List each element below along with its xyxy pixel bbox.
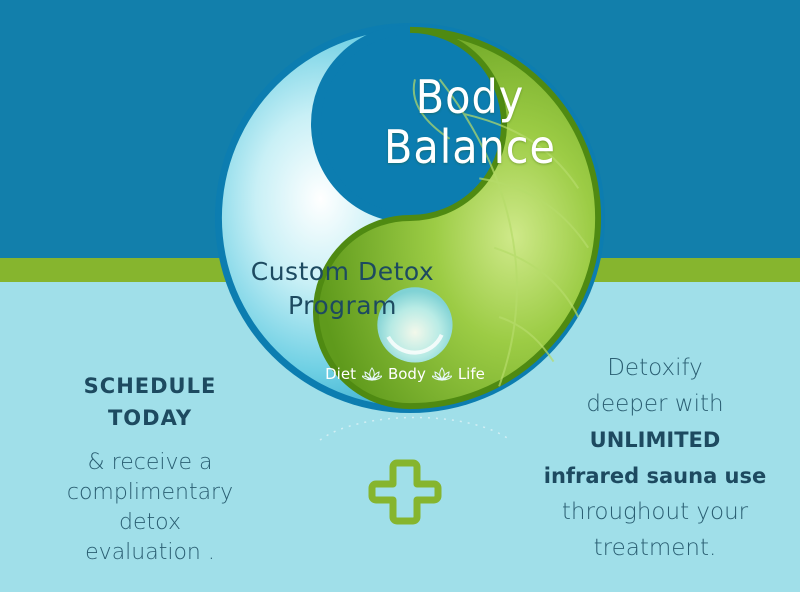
title-line-2: Balance <box>383 120 557 174</box>
tagline-body: Body <box>387 365 426 383</box>
sauna-strong-line-2: infrared sauna use <box>543 464 767 488</box>
schedule-body: & receive a complimentary detox evaluati… <box>40 448 260 568</box>
lotus-icon <box>361 367 382 381</box>
subtitle-line-2: Program <box>288 291 397 320</box>
sauna-strong-line-1: UNLIMITED <box>589 428 721 452</box>
sauna-line-1: Detoxify <box>607 355 703 381</box>
schedule-body-line: evaluation . <box>85 540 215 565</box>
program-subtitle: Custom Detox Program <box>235 255 450 323</box>
sauna-line-3: throughout your <box>561 499 749 525</box>
sauna-offer: Detoxify deeper with UNLIMITED infrared … <box>530 350 780 566</box>
schedule-heading-line-2: TODAY <box>107 406 193 430</box>
tagline: Diet Body Life <box>300 365 510 383</box>
brand-title: Body Balance <box>355 72 585 172</box>
plus-icon <box>368 459 442 525</box>
schedule-body-line: complimentary <box>66 480 234 505</box>
schedule-heading: SCHEDULE TODAY <box>40 370 260 434</box>
schedule-body-line: & receive a <box>87 450 213 475</box>
schedule-body-line: detox <box>119 510 181 535</box>
schedule-offer: SCHEDULE TODAY & receive a complimentary… <box>40 370 260 568</box>
decorative-arc <box>319 416 511 441</box>
sauna-line-4: treatment. <box>593 535 717 561</box>
schedule-heading-line-1: SCHEDULE <box>83 374 217 398</box>
title-line-1: Body <box>415 70 525 124</box>
subtitle-line-1: Custom Detox <box>250 257 435 286</box>
lotus-icon <box>431 367 452 381</box>
tagline-life: Life <box>457 365 485 383</box>
sauna-line-2: deeper with <box>586 391 724 417</box>
tagline-diet: Diet <box>325 365 356 383</box>
yin-yang-emblem <box>212 20 608 416</box>
